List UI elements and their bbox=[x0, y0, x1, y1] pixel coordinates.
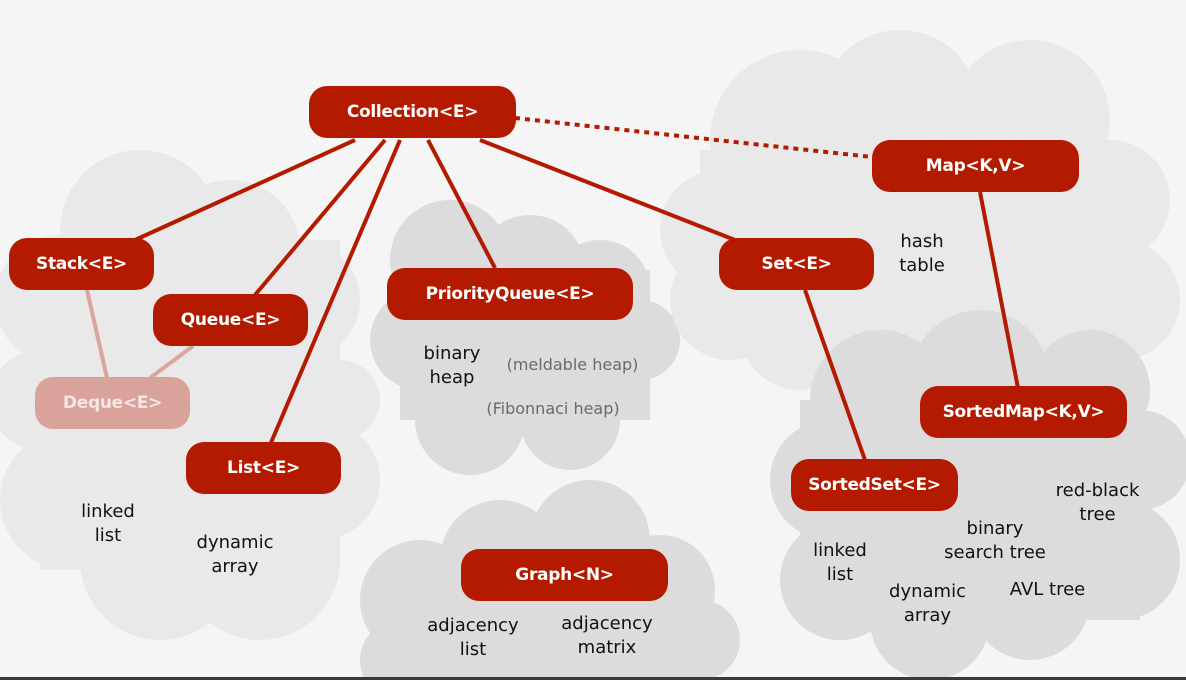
node-sorted-set[interactable]: SortedSet<E> bbox=[791, 459, 958, 511]
node-set[interactable]: Set<E> bbox=[719, 238, 874, 290]
node-queue[interactable]: Queue<E> bbox=[153, 294, 308, 346]
label-sorted-linked-list: linked list bbox=[813, 540, 867, 585]
bottom-border bbox=[0, 677, 1186, 680]
node-list[interactable]: List<E> bbox=[186, 442, 341, 494]
label-binary-heap: binary heap bbox=[423, 343, 481, 388]
edge-collection-list bbox=[268, 139, 402, 446]
node-stack[interactable]: Stack<E> bbox=[9, 238, 154, 290]
node-priority-queue[interactable]: PriorityQueue<E> bbox=[387, 268, 633, 320]
cloud-priority-queue bbox=[370, 200, 680, 475]
node-map[interactable]: Map<K,V> bbox=[872, 140, 1079, 192]
label-dynamic-array: dynamic array bbox=[196, 532, 274, 577]
label-hash-table: hash table bbox=[899, 231, 945, 276]
edge-stack-deque bbox=[85, 289, 109, 379]
edge-collection-priority-queue bbox=[426, 139, 497, 269]
faded-edges bbox=[85, 289, 195, 380]
label-fibonacci-heap: (Fibonnaci heap) bbox=[486, 399, 620, 418]
node-deque[interactable]: Deque<E> bbox=[35, 377, 190, 429]
node-sorted-map[interactable]: SortedMap<K,V> bbox=[920, 386, 1127, 438]
edge-queue-deque bbox=[148, 344, 195, 380]
label-adjacency-list: adjacency list bbox=[427, 615, 519, 660]
label-adjacency-matrix: adjacency matrix bbox=[561, 613, 653, 658]
label-binary-search-tree: binary search tree bbox=[944, 518, 1046, 563]
node-collection[interactable]: Collection<E> bbox=[309, 86, 516, 138]
label-sorted-dynamic-array: dynamic array bbox=[889, 581, 966, 626]
edge-set-sortedset bbox=[803, 289, 867, 461]
edge-collection-set bbox=[479, 138, 736, 242]
node-graph[interactable]: Graph<N> bbox=[461, 549, 668, 601]
label-meldable-heap: (meldable heap) bbox=[506, 355, 639, 374]
edge-collection-stack bbox=[134, 138, 356, 242]
edge-collection-queue bbox=[253, 138, 387, 297]
edges bbox=[134, 116, 1020, 461]
label-red-black-tree: red-black tree bbox=[1055, 480, 1140, 525]
edge-map-sortedmap bbox=[978, 191, 1020, 389]
label-avl-tree: AVL tree bbox=[1009, 579, 1086, 600]
label-linked-list: linked list bbox=[81, 501, 135, 546]
